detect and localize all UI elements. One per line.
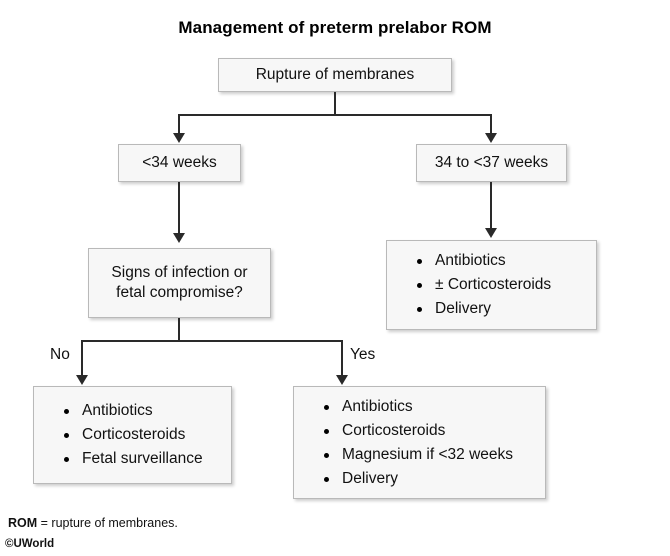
list-item: Antibiotics [320, 395, 513, 419]
connector-root-stem [334, 92, 336, 115]
connector-decision-bar [81, 340, 342, 342]
node-no-treatment: Antibiotics Corticosteroids Fetal survei… [33, 386, 232, 484]
late-treatment-list: Antibiotics ± Corticosteroids Delivery [387, 249, 551, 321]
list-item: Fetal surveillance [60, 447, 203, 471]
list-item: Delivery [320, 467, 513, 491]
connector-root-bar [178, 114, 492, 116]
footnote-abbreviation: ROM = rupture of membranes. [8, 516, 178, 530]
node-yes-treatment: Antibiotics Corticosteroids Magnesium if… [293, 386, 546, 499]
node-rupture-of-membranes-label: Rupture of membranes [255, 66, 415, 83]
node-decision-line-1: Signs of infection or [111, 264, 248, 281]
node-decision-label: Signs of infection or fetal compromise? [105, 263, 253, 303]
connector-root-to-early [178, 114, 180, 134]
no-treatment-list: Antibiotics Corticosteroids Fetal survei… [34, 399, 203, 471]
list-item: ± Corticosteroids [413, 273, 551, 297]
connector-decision-no [81, 340, 83, 376]
connector-early-to-decision [178, 182, 180, 234]
list-item: Antibiotics [60, 399, 203, 423]
yes-treatment-list: Antibiotics Corticosteroids Magnesium if… [294, 395, 513, 491]
list-item: Corticosteroids [320, 419, 513, 443]
arrowhead-root-to-early [173, 133, 185, 143]
arrowhead-root-to-late [485, 133, 497, 143]
footnote-abbreviation-term: ROM [8, 516, 38, 530]
connector-decision-stem [178, 318, 180, 342]
connector-late-to-treatment [490, 182, 492, 229]
branch-label-no: No [50, 346, 70, 363]
node-less-than-34-weeks-label: <34 weeks [142, 154, 217, 171]
arrowhead-early-to-decision [173, 233, 185, 243]
branch-label-yes: Yes [350, 346, 376, 363]
node-34-to-37-weeks-label: 34 to <37 weeks [434, 154, 549, 171]
connector-decision-yes [341, 340, 343, 376]
copyright-notice: ©UWorld [5, 538, 55, 550]
arrowhead-late-to-treatment [485, 228, 497, 238]
node-rupture-of-membranes: Rupture of membranes [218, 58, 452, 92]
list-item: Magnesium if <32 weeks [320, 443, 513, 467]
node-34-to-37-weeks: 34 to <37 weeks [416, 144, 567, 182]
footnote-abbreviation-definition: = rupture of membranes. [37, 516, 178, 530]
connector-root-to-late [490, 114, 492, 134]
node-late-treatment: Antibiotics ± Corticosteroids Delivery [386, 240, 597, 330]
page-title: Management of preterm prelabor ROM [178, 18, 492, 37]
arrowhead-decision-yes [336, 375, 348, 385]
node-decision-signs-of-infection: Signs of infection or fetal compromise? [88, 248, 271, 318]
list-item: Delivery [413, 297, 551, 321]
list-item: Antibiotics [413, 249, 551, 273]
list-item: Corticosteroids [60, 423, 203, 447]
arrowhead-decision-no [76, 375, 88, 385]
node-less-than-34-weeks: <34 weeks [118, 144, 241, 182]
node-decision-line-2: fetal compromise? [116, 284, 243, 301]
